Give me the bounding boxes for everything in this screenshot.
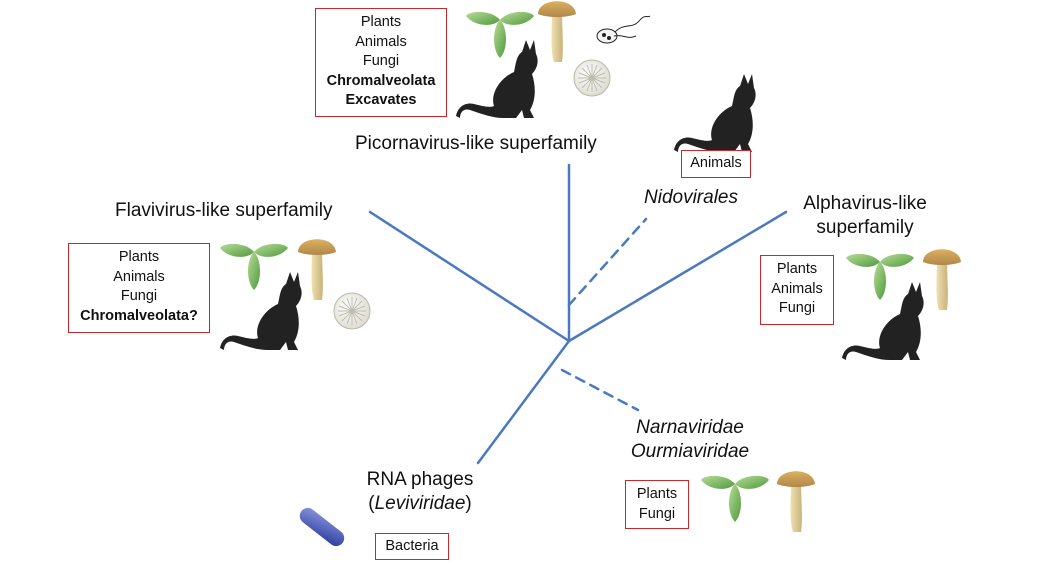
mushroom-icon [538, 1, 576, 62]
host-fungi: Fungi [638, 505, 676, 522]
host-plants: Plants [776, 261, 818, 277]
host-bacteria: Bacteria [385, 538, 439, 554]
flagellate-icon [596, 15, 651, 44]
cat-icon [674, 74, 756, 152]
host-animals: Animals [690, 155, 742, 171]
branch-alphavirus [567, 210, 788, 343]
host-box-flavivirus: Plants Animals Fungi Chromalveolata? [68, 243, 210, 333]
label-nidovirales: Nidovirales [644, 187, 738, 208]
host-plants: Plants [636, 486, 678, 502]
host-box-phages: Bacteria [375, 533, 449, 560]
host-animals: Animals [113, 268, 165, 285]
branch-flavivirus [368, 210, 571, 343]
host-fungi: Fungi [362, 53, 400, 69]
diatom-icon [333, 292, 371, 330]
host-plants: Plants [118, 249, 160, 265]
branch-phages [476, 339, 571, 465]
mushroom-icon [298, 239, 336, 300]
host-box-alphavirus: Plants Animals Fungi [760, 255, 834, 325]
host-fungi: Fungi [778, 300, 816, 316]
label-alphavirus: Alphavirus-like superfamily [803, 193, 927, 238]
host-chromalveolata-question: Chromalveolata? [80, 307, 198, 324]
branch-narna [560, 368, 640, 412]
host-animals: Animals [355, 33, 407, 50]
branch-nidovirales [567, 217, 648, 307]
bacterium-icon [299, 507, 345, 547]
label-picornavirus: Picornavirus-like superfamily [355, 133, 597, 154]
label-narna: Narnaviridae Ourmiaviridae [630, 417, 750, 462]
host-plants: Plants [360, 14, 402, 30]
label-phages: RNA phages (Leviviridae) [366, 469, 474, 514]
plant-leaf-icon [846, 253, 914, 300]
diatom-icon [573, 59, 611, 97]
host-box-nidovirales: Animals [681, 150, 751, 178]
plant-leaf-icon [701, 475, 769, 522]
label-flavivirus: Flavivirus-like superfamily [115, 200, 333, 221]
host-box-picornavirus: Plants Animals Fungi Chromalveolata Exca… [315, 8, 447, 117]
host-box-narna: Plants Fungi [625, 480, 689, 529]
cat-icon [220, 272, 302, 350]
mushroom-icon [777, 471, 815, 532]
host-animals: Animals [771, 280, 823, 297]
plant-leaf-icon [220, 243, 288, 290]
host-fungi: Fungi [120, 288, 158, 304]
host-excavates: Excavates [345, 92, 417, 108]
host-chromalveolata: Chromalveolata [326, 72, 436, 89]
mushroom-icon [923, 249, 961, 310]
